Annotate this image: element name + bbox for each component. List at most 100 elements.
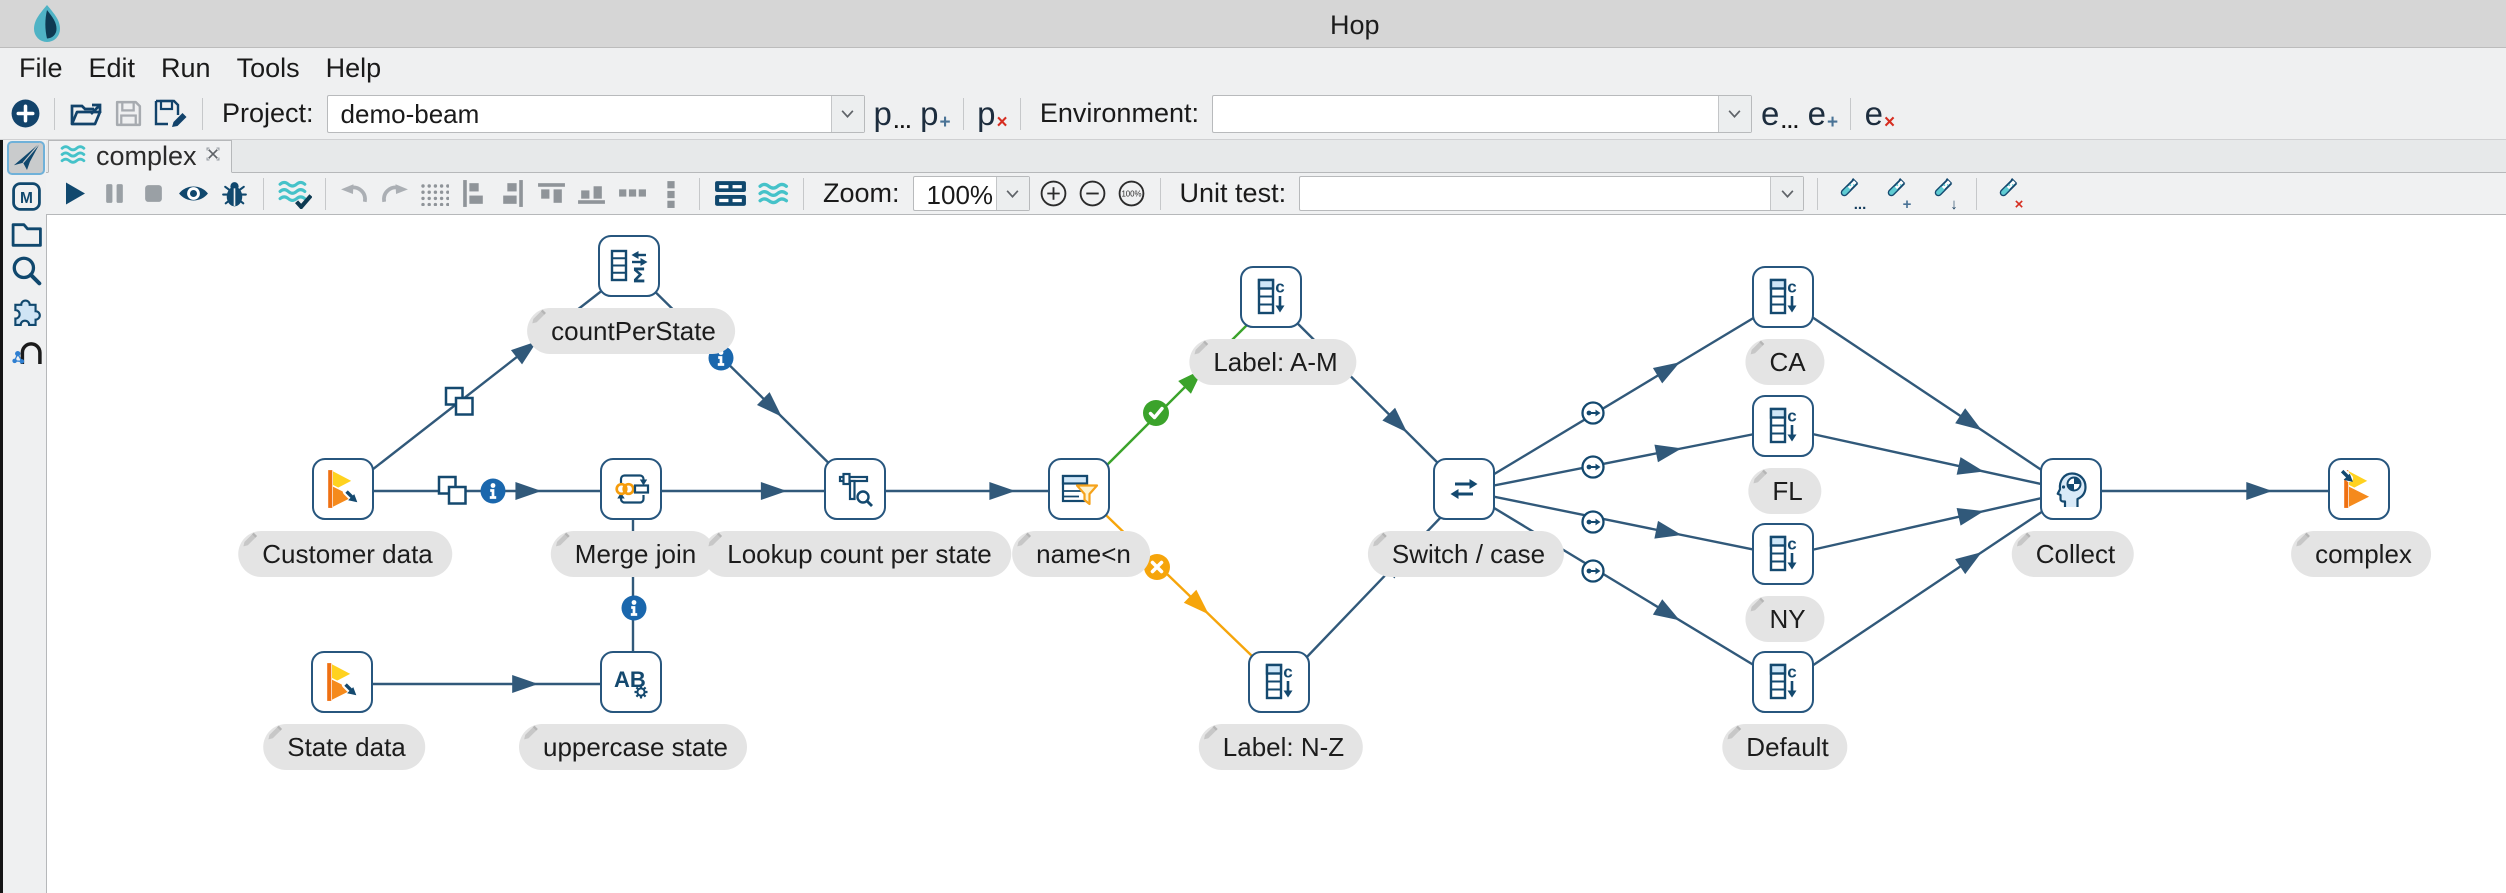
show-execution-results-button[interactable] <box>713 174 748 214</box>
transform-label-switch_case[interactable]: Switch / case <box>1367 531 1565 577</box>
hop-switch_case-to-fl[interactable] <box>1465 426 1786 493</box>
hop-label_nz-to-switch_case[interactable] <box>1280 490 1467 685</box>
hop-switch_case-to-ny[interactable] <box>1465 489 1786 558</box>
add-unit-test-button[interactable]: + <box>1878 174 1916 214</box>
align-right-button[interactable] <box>497 174 527 214</box>
unit-test-combo[interactable] <box>1299 176 1805 211</box>
stop-pipeline-button[interactable] <box>138 174 168 214</box>
transform-label-label_nz[interactable]: Label: N-Z <box>1198 724 1364 770</box>
transform-label-fl[interactable]: FL <box>1748 468 1822 514</box>
preview-pipeline-button[interactable] <box>177 174 210 214</box>
edit-project-button[interactable]: p… <box>873 94 912 133</box>
add-environment-button[interactable]: e+ <box>1807 94 1839 133</box>
align-left-button[interactable] <box>458 174 488 214</box>
file-explorer-perspective[interactable] <box>3 220 49 254</box>
hop-label_am-to-switch_case[interactable] <box>1272 298 1467 492</box>
distribute-vertically-button[interactable] <box>656 174 686 214</box>
close-icon[interactable] <box>206 147 220 166</box>
tab-complex[interactable]: complex <box>48 140 232 173</box>
transform-label-lookup[interactable]: Lookup count per state <box>703 531 1011 577</box>
transform-label-customer_data[interactable]: Customer data <box>238 531 452 577</box>
zoom-out-button[interactable] <box>1078 174 1108 214</box>
pipeline-node-state_data[interactable] <box>310 650 373 713</box>
pipeline-node-lookup[interactable] <box>823 457 886 520</box>
info-icon[interactable] <box>480 478 506 504</box>
menu-edit[interactable]: Edit <box>88 52 136 83</box>
pipeline-node-ca[interactable]: c <box>1751 265 1814 328</box>
zoom-combo[interactable]: 100% <box>912 176 1030 211</box>
transform-label-filter[interactable]: name<n <box>1012 531 1150 577</box>
debug-pipeline-button[interactable] <box>219 174 250 214</box>
project-combo[interactable]: demo-beam <box>326 94 865 133</box>
project-combo-value[interactable]: demo-beam <box>340 98 480 129</box>
graph-perspective[interactable] <box>3 332 49 370</box>
open-file-button[interactable] <box>68 94 104 134</box>
menu-tools[interactable]: Tools <box>236 52 300 83</box>
zoom-in-button[interactable] <box>1039 174 1069 214</box>
target-transform-icon[interactable] <box>1581 559 1605 583</box>
align-bottom-button[interactable] <box>576 174 607 214</box>
menu-file[interactable]: File <box>19 52 63 83</box>
edit-pipeline-button[interactable] <box>757 174 790 214</box>
distribute-horizontally-button[interactable] <box>616 174 647 214</box>
delete-environment-button[interactable]: e× <box>1864 94 1896 133</box>
hop-fl-to-collect[interactable] <box>1784 426 2074 493</box>
zoom-reset-button[interactable]: 100% <box>1117 174 1147 214</box>
target-transform-icon[interactable] <box>1581 455 1605 479</box>
check-pipeline-button[interactable] <box>277 174 312 214</box>
pipeline-node-merge_join[interactable] <box>599 457 662 520</box>
copy-rows-icon[interactable] <box>444 386 474 416</box>
target-transform-icon[interactable] <box>1581 510 1605 534</box>
hop-filter-to-label_am[interactable] <box>1080 298 1274 492</box>
pipeline-node-label_am[interactable]: c <box>1239 265 1302 328</box>
hop-switch_case-to-ca[interactable] <box>1465 297 1786 493</box>
info-icon[interactable] <box>621 595 647 621</box>
pipeline-node-complex_output[interactable] <box>2327 457 2390 520</box>
show-grid-button[interactable] <box>419 174 449 214</box>
delete-project-button[interactable]: p× <box>977 94 1008 133</box>
target-transform-icon[interactable] <box>1581 401 1605 425</box>
chevron-down-icon[interactable] <box>995 177 1029 210</box>
unit-test-combo-value[interactable] <box>1300 177 1770 210</box>
transform-label-state_data[interactable]: State data <box>263 724 425 770</box>
pipeline-node-ny[interactable]: c <box>1751 522 1814 585</box>
align-top-button[interactable] <box>536 174 567 214</box>
pipeline-node-uppercase[interactable]: AB <box>599 650 662 713</box>
menu-help[interactable]: Help <box>325 52 382 83</box>
pipeline-node-fl[interactable]: c <box>1751 394 1814 457</box>
menu-run[interactable]: Run <box>161 52 211 83</box>
transform-label-count_per_state[interactable]: countPerState <box>527 308 735 354</box>
plugins-perspective[interactable] <box>3 292 49 331</box>
filter-false-icon[interactable] <box>1144 554 1170 580</box>
chevron-down-icon[interactable] <box>1770 177 1804 210</box>
transform-label-complex_output[interactable]: complex <box>2291 531 2431 577</box>
new-item-button[interactable] <box>10 94 41 134</box>
transform-label-label_am[interactable]: Label: A-M <box>1189 339 1357 385</box>
pipeline-node-default[interactable]: c <box>1751 650 1814 713</box>
edit-environment-button[interactable]: e… <box>1760 94 1800 133</box>
hop-switch_case-to-default[interactable] <box>1465 489 1786 686</box>
hop-ny-to-collect[interactable] <box>1784 489 2074 558</box>
copy-rows-icon[interactable] <box>437 475 467 505</box>
chevron-down-icon[interactable] <box>1717 95 1751 132</box>
search-perspective[interactable] <box>3 254 49 291</box>
edit-unit-test-button[interactable]: ... <box>1831 174 1869 214</box>
transform-label-ny[interactable]: NY <box>1745 596 1825 642</box>
environment-combo[interactable] <box>1211 94 1752 133</box>
hop-count_per_state-to-lookup[interactable] <box>630 267 858 492</box>
undo-button[interactable] <box>339 174 370 214</box>
environment-combo-value[interactable] <box>1213 96 1718 132</box>
metadata-perspective[interactable]: M <box>3 181 49 217</box>
save-button[interactable] <box>113 94 144 134</box>
hop-customer_data-to-count_per_state[interactable] <box>344 267 632 492</box>
pipeline-node-label_nz[interactable]: c <box>1247 650 1310 713</box>
pipeline-node-filter[interactable] <box>1047 457 1110 520</box>
pipeline-node-switch_case[interactable] <box>1432 457 1495 520</box>
chevron-down-icon[interactable] <box>830 95 864 132</box>
redo-button[interactable] <box>379 174 410 214</box>
filter-true-icon[interactable] <box>1143 400 1169 426</box>
delete-unit-test-button[interactable]: × <box>1990 174 2028 214</box>
transform-label-merge_join[interactable]: Merge join <box>550 531 716 577</box>
hop-default-to-collect[interactable] <box>1784 490 2074 685</box>
